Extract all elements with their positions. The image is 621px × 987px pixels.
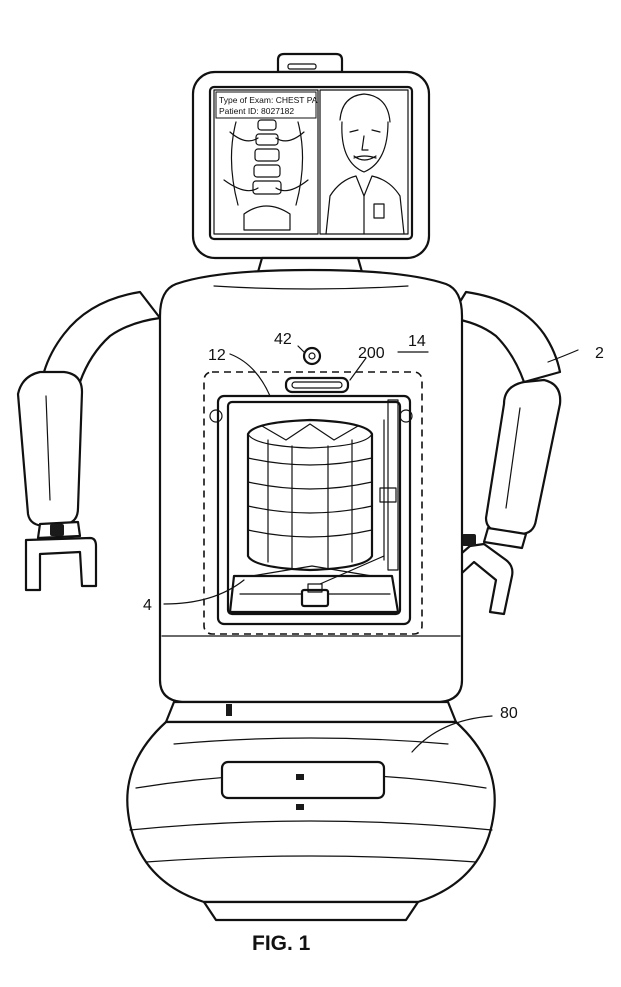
ref-panel: 200	[358, 345, 385, 362]
carousel-drum	[248, 420, 372, 570]
screen-exam-type: Type of Exam: CHEST PA	[219, 95, 318, 105]
screen-patient-id: Patient ID: 8027182	[219, 106, 294, 116]
handle	[286, 378, 348, 392]
ref-drawer-unit: 4	[143, 597, 152, 614]
base	[127, 702, 494, 920]
monitor: Type of Exam: CHEST PA Patient ID: 80271…	[193, 54, 429, 272]
ref-robot: 2	[595, 345, 604, 362]
ref-handle: 12	[208, 347, 226, 364]
figure-caption: FIG. 1	[252, 932, 311, 955]
ref-base: 80	[500, 705, 518, 722]
ref-body: 14	[408, 333, 426, 350]
left-arm	[18, 292, 160, 590]
ref-sensor: 42	[274, 331, 292, 348]
sensor	[304, 348, 320, 364]
